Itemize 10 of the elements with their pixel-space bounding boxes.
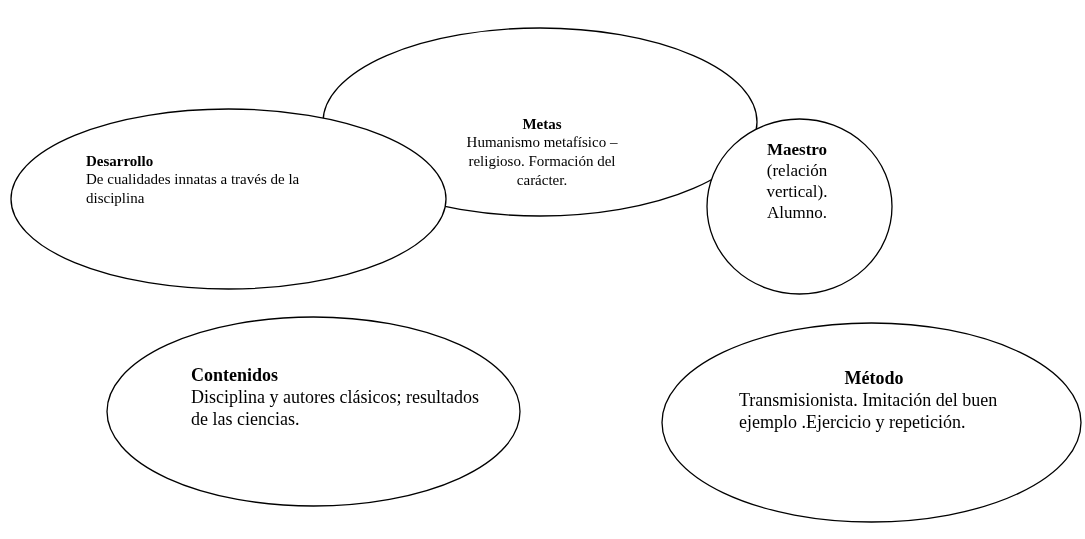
heading: Metas [521, 115, 563, 133]
body-text: Transmisionista. Imitación del buen ejemplo .Ejercicio y repetición. [739, 389, 999, 433]
heading: Desarrollo [86, 152, 155, 170]
heading: Maestro [765, 140, 829, 160]
heading: Método [843, 368, 905, 389]
body-text: Humanismo metafísico – religioso. Formación del carácter. [465, 133, 619, 190]
body-text: De cualidades innatas a través de la disciplina [86, 170, 301, 208]
body-text: (relación vertical). Alumno. [765, 160, 829, 223]
body-text: Disciplina y autores clásicos; resultados de las ciencias. [191, 386, 480, 430]
heading: Contenidos [191, 365, 280, 386]
